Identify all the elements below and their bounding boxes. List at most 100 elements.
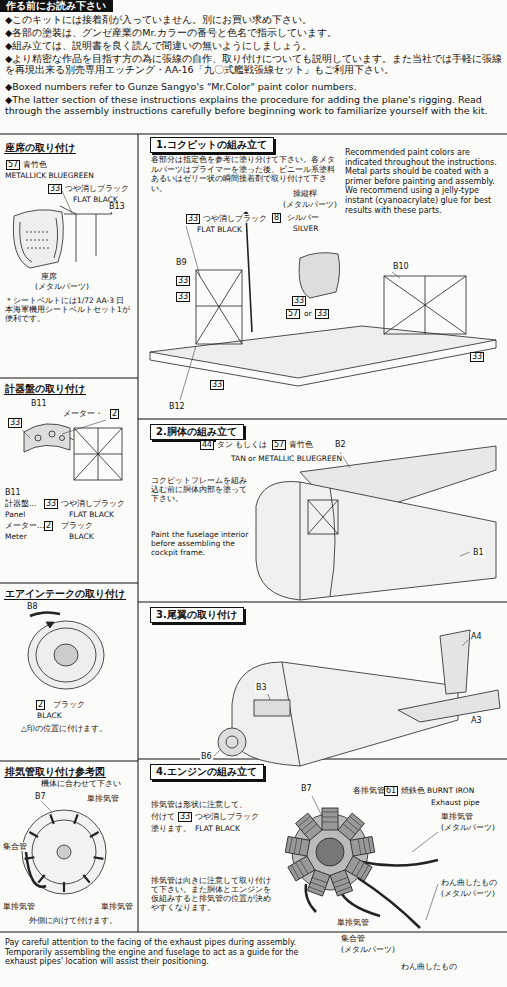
- paint-number: 61: [384, 786, 398, 796]
- annotation: ◆The latter section of these instruction…: [4, 94, 504, 117]
- annotation: (メタルパーツ): [440, 889, 496, 898]
- annotation: B8: [26, 602, 39, 612]
- annotation: つや消しブラック: [202, 214, 268, 223]
- fuselage-drawing: [256, 446, 496, 600]
- annotation: タン もしくは: [216, 440, 268, 449]
- step-header: 2.胴体の組み立て: [150, 424, 244, 440]
- annotation: ◆各部の塗装は、グンゼ産業のMr.カラーの番号と色名で指示しています。: [4, 27, 504, 38]
- annotation: BLACK: [36, 711, 63, 720]
- annotation: B1: [472, 548, 485, 558]
- cooling-fin: [343, 824, 355, 834]
- annotation: B3: [255, 683, 268, 693]
- cowling-drawing: [28, 612, 104, 689]
- annotation: ◆このキットには接着剤が入っていません。別にお買い求め下さい。: [4, 14, 504, 25]
- engine-drawing: [285, 796, 438, 928]
- paint-number: 33: [178, 812, 192, 822]
- annotation: 機体に合わせて下さい: [40, 779, 122, 788]
- step-title: 4.エンジンの組み立て: [156, 766, 258, 778]
- annotation: ブラック: [60, 521, 94, 530]
- cooling-fin: [350, 816, 362, 826]
- cooling-fin: [311, 882, 326, 887]
- annotation: Pay careful attention to the facing of t…: [4, 938, 324, 967]
- paint-number: 33: [470, 352, 484, 362]
- cylinder: [350, 836, 374, 856]
- paint-number: 57: [6, 160, 20, 170]
- annotation: BLACK: [68, 532, 95, 541]
- paint-number: 33: [8, 418, 22, 428]
- cooling-fin: [299, 839, 302, 855]
- cylinder: [322, 808, 338, 830]
- annotation: メーター・: [62, 409, 104, 418]
- annotation: B9: [175, 258, 188, 268]
- annotation: FLAT BLACK: [194, 824, 241, 833]
- page-rules: [0, 134, 507, 932]
- annotation: わん曲したもの: [400, 962, 458, 971]
- step-title: 作る前にお読み下さい: [6, 0, 107, 12]
- paint-number: 8: [272, 213, 281, 223]
- annotation: B7: [34, 792, 47, 802]
- step-header: 3.尾翼の取り付け: [150, 607, 244, 623]
- section-heading: 計器盤の取り付け: [4, 383, 86, 395]
- annotation: Paint the fuselage interior before assem…: [150, 530, 250, 557]
- annotation: B7: [300, 784, 313, 794]
- step-title: 1.コクピットの組み立て: [156, 139, 268, 151]
- annotation: 塗ります。: [150, 824, 192, 833]
- paint-number: 33: [176, 292, 190, 302]
- paint-number: 57: [272, 440, 286, 450]
- cooling-fin: [352, 860, 360, 874]
- annotation: つや消しブラック: [64, 184, 130, 193]
- annotation: FLAT BLACK: [196, 225, 243, 234]
- annotation: コクピットフレームを組み込む前に胴体内部を塗って下さい。: [150, 476, 250, 503]
- annotation: 単排気管: [2, 902, 36, 911]
- cooling-fin: [368, 837, 371, 853]
- tail-drawing: [214, 630, 500, 766]
- paint-number: 2: [44, 521, 53, 531]
- annotation: つや消しブラック: [60, 499, 126, 508]
- annotation: つや消しブラック: [194, 812, 260, 821]
- step-title: 3.尾翼の取り付け: [156, 609, 238, 621]
- annotation: B11: [4, 488, 22, 498]
- cylinder: [307, 870, 330, 896]
- annotation: SILVER: [292, 224, 319, 233]
- exhaust-stub: [29, 832, 38, 837]
- annotation: (メタルパーツ): [340, 945, 396, 954]
- paint-number: 33: [186, 214, 200, 224]
- annotation: 焼鉄色: [400, 786, 426, 795]
- exhaust-reference-drawing: [22, 800, 106, 894]
- annotation: 単排気管: [86, 794, 120, 803]
- annotation: A3: [470, 716, 483, 726]
- step-header: 4.エンジンの組み立て: [150, 764, 264, 780]
- cylinder: [345, 856, 372, 881]
- annotation: ＊シートベルトには1/72 AA-3 日本海軍機用シートベルトセット1が便利です…: [4, 296, 132, 323]
- cooling-fin: [289, 837, 292, 853]
- exhaust-stub: [25, 857, 35, 859]
- cockpit-drawing: [150, 212, 496, 400]
- exhaust-stub: [63, 882, 65, 892]
- section-heading: エアインテークの取り付け: [4, 588, 126, 600]
- annotation: ◆Boxed numbers refer to Gunze Sangyo's "…: [4, 81, 504, 92]
- cooling-fin: [322, 812, 338, 813]
- annotation: 座席: [40, 272, 58, 281]
- annotation: メーター…: [4, 521, 46, 530]
- cooling-fin: [363, 838, 366, 854]
- cylinder: [285, 836, 309, 856]
- annotation: 青竹色: [288, 440, 314, 449]
- step-title: 2.胴体の組み立て: [156, 426, 238, 438]
- cooling-fin: [358, 839, 361, 855]
- annotation: 各部分は指定色を参考に塗り分けて下さい。各メタルパーツはプライマーを塗った後、ビ…: [150, 155, 338, 193]
- annotation: ◆組み立ては、説明書を良く読んで間違いの無いようにしましょう。: [4, 40, 504, 51]
- annotation: B13: [108, 202, 126, 212]
- annotation: △印の位置に付けます。: [20, 724, 108, 733]
- step-header: 1.コクピットの組み立て: [150, 137, 274, 153]
- annotation: or: [303, 309, 313, 318]
- annotation: 付けて: [150, 812, 176, 821]
- annotation: METALLICK BLUEGREEN: [4, 171, 95, 180]
- cooling-fin: [334, 882, 349, 887]
- annotation: Panel: [4, 510, 26, 519]
- annotation: Exhaust pipe: [430, 798, 481, 807]
- cooling-fin: [298, 816, 310, 826]
- paint-number: 2: [36, 700, 45, 710]
- cooling-fin: [336, 887, 351, 892]
- paint-number: 44: [200, 440, 214, 450]
